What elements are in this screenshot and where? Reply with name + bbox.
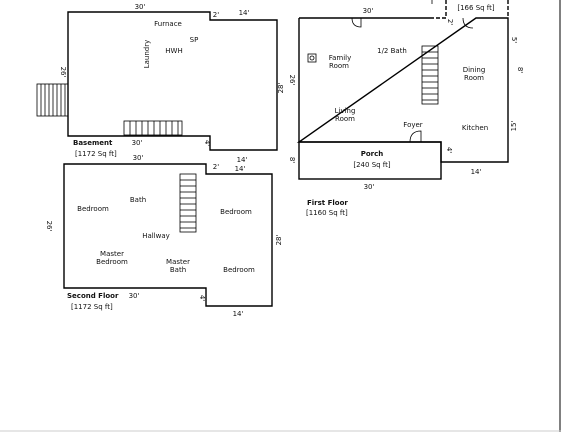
room-family-line2: Room (329, 62, 349, 70)
room-master-bath-line2: Bath (170, 266, 186, 274)
room-hwh: HWH (165, 47, 182, 55)
room-living-line2: Room (335, 115, 355, 123)
room-furnace: Furnace (154, 20, 182, 28)
room-living-line1: Living (335, 107, 356, 115)
basement-dim-left: 26' (59, 67, 67, 78)
second-floor-stairs (179, 173, 197, 233)
basement-dim-top: 30' (135, 3, 146, 11)
room-bedroom-right: Bedroom (220, 208, 252, 216)
room-master-bath-line1: Master (166, 258, 190, 266)
room-master-bedroom-line2: Bedroom (96, 258, 128, 266)
basement-dim-bottom: 30' (132, 139, 143, 147)
room-bedroom-bottom: Bedroom (223, 266, 255, 274)
porch-dim-h: 8' (288, 157, 296, 163)
porch-sqft: [240 Sq ft] (353, 161, 391, 169)
room-bath: Bath (130, 196, 146, 204)
room-sp: SP (190, 36, 199, 44)
fireplace-icon (307, 53, 317, 63)
room-master-bedroom-line1: Master (100, 250, 124, 258)
porch-outline (298, 141, 442, 180)
first-floor-stairs (421, 45, 439, 105)
second-dim-bottom: 30' (129, 292, 140, 300)
room-kitchen: Kitchen (462, 124, 488, 132)
first-floor-door-top (351, 17, 362, 28)
basement-exterior-steps (36, 83, 69, 117)
second-dim-notch-w: 2' (213, 163, 219, 171)
second-dim-right: 28' (275, 235, 283, 246)
deck-outline (431, 0, 509, 19)
basement-dim-right: 28' (277, 83, 285, 94)
basement-dim-notch-d: 4' (203, 140, 211, 146)
deck-sqft: [166 Sq ft] (457, 4, 495, 12)
room-family-line1: Family (329, 54, 352, 62)
basement-stairs (123, 120, 183, 136)
porch-dim-w: 30' (364, 183, 375, 191)
first-floor-outline (296, 17, 509, 163)
second-floor-outline (63, 163, 273, 307)
room-foyer: Foyer (403, 121, 423, 129)
second-dim-bottom-right: 14' (233, 310, 244, 318)
first-dim-top: 30' (363, 7, 374, 15)
second-floor-plan: 30' 2' 14' 26' 28' 30' 4' 14' Bath Bedro… (45, 154, 283, 318)
second-dim-notch-d: 4' (198, 295, 206, 301)
first-floor-plan: 30' 26' 2' 5' 8' 15' 14' 4' 8' 30' Famil… (288, 0, 524, 217)
first-dim-right: 15' (510, 121, 518, 132)
basement-sqft: [1172 Sq ft] (75, 150, 117, 158)
basement-outline (67, 11, 278, 151)
first-floor-door-deck (462, 17, 474, 29)
first-dim-bottom: 14' (471, 168, 482, 176)
second-floor-title: Second Floor (67, 292, 119, 300)
first-dim-right-mid: 8' (516, 67, 524, 73)
room-hallway: Hallway (142, 232, 170, 240)
basement-dim-bottom-right: 14' (237, 156, 248, 164)
second-dim-right-top: 14' (235, 165, 246, 173)
room-dining-line2: Room (464, 74, 484, 82)
room-laundry: Laundry (143, 40, 151, 69)
basement-plan: 30' 2' 14' 26' 28' 30' 4' 14' Furnace SP… (36, 3, 285, 164)
basement-title: Basement (73, 139, 113, 147)
foyer-door (409, 130, 422, 143)
second-floor-sqft: [1172 Sq ft] (71, 303, 113, 311)
first-dim-deck-notch: 2' (446, 19, 454, 25)
second-dim-left: 26' (45, 221, 53, 232)
first-floor-title: First Floor (307, 199, 348, 207)
room-bedroom-left: Bedroom (77, 205, 109, 213)
basement-dim-right-top: 14' (239, 9, 250, 17)
first-floor-sqft: [1160 Sq ft] (306, 209, 348, 217)
first-dim-left: 26' (288, 75, 296, 86)
basement-dim-notch-w: 2' (213, 11, 219, 19)
first-dim-right-top: 5' (510, 37, 518, 43)
room-dining-line1: Dining (463, 66, 486, 74)
room-half-bath: 1/2 Bath (377, 47, 407, 55)
second-dim-top: 30' (133, 154, 144, 162)
first-dim-notch-d: 4' (445, 147, 453, 153)
porch-title: Porch (361, 150, 384, 158)
